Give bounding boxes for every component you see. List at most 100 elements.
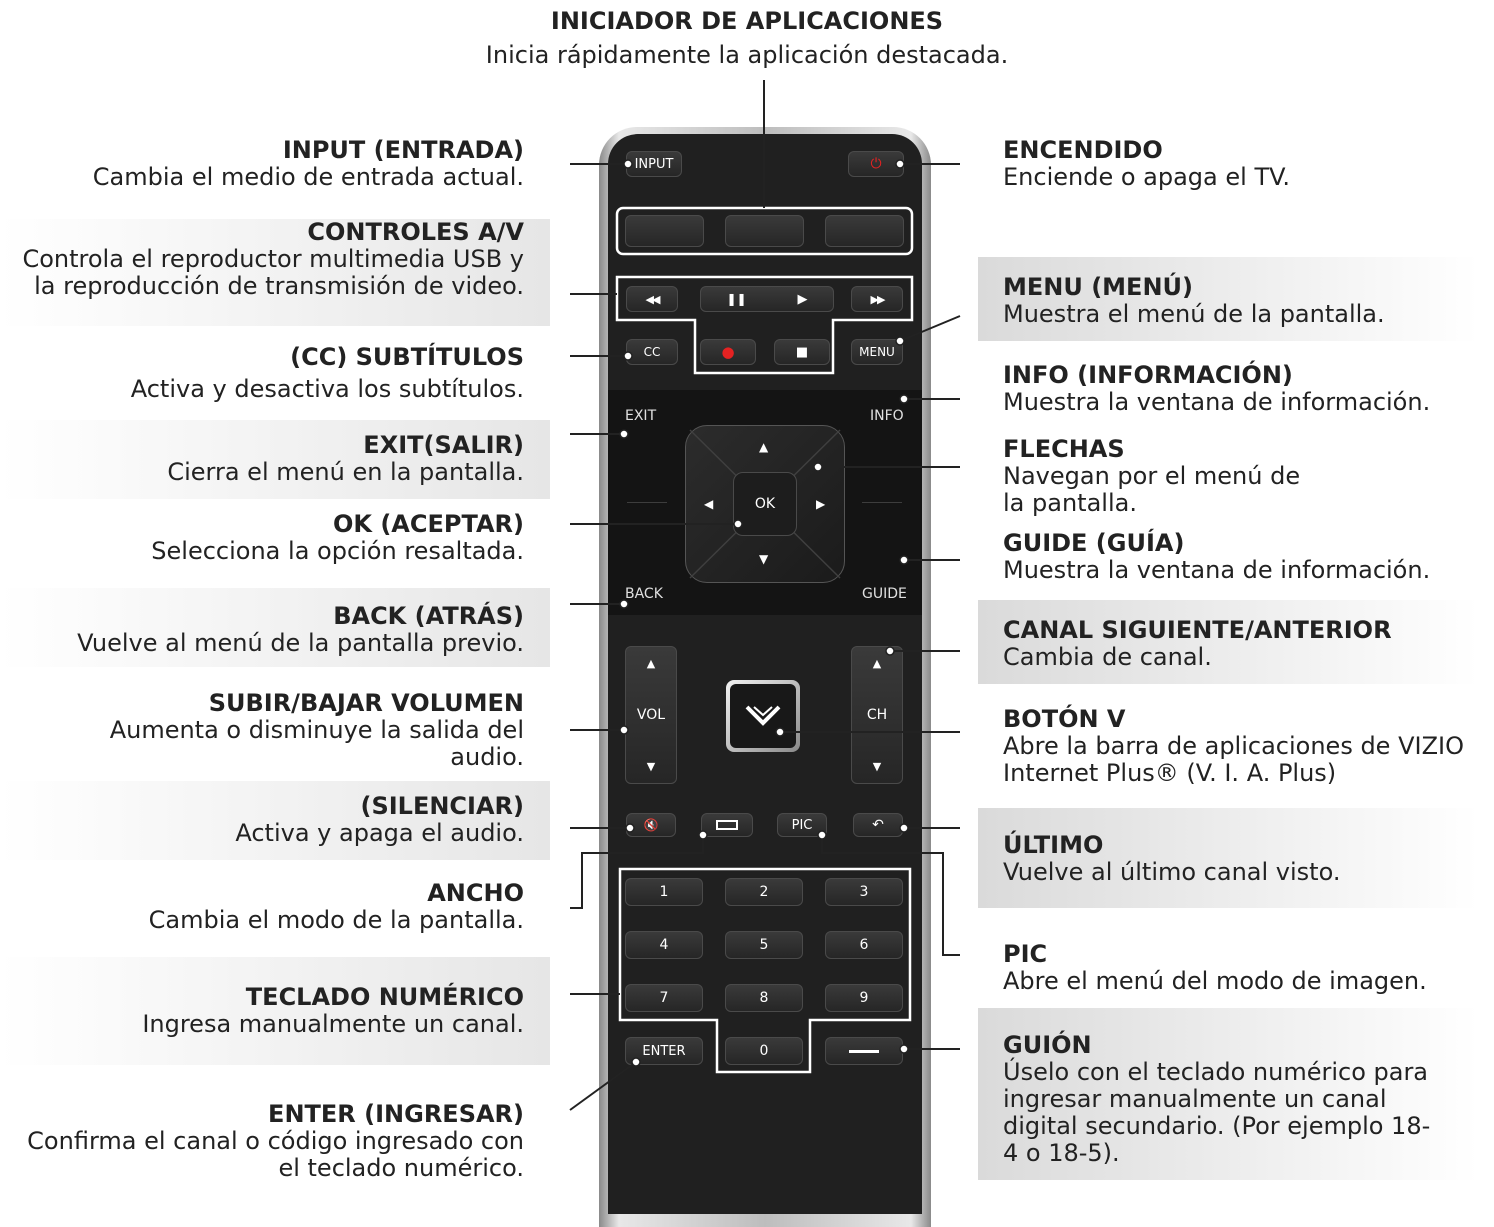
dash-icon — [849, 1049, 879, 1053]
label-arrows-title: FLECHAS — [1003, 435, 1125, 463]
label-exit: EXIT(SALIR) Cierra el menú en la pantall… — [167, 432, 524, 486]
v-button[interactable] — [726, 680, 800, 752]
last-button[interactable]: ↶ — [853, 813, 903, 837]
key-4[interactable]: 4 — [625, 931, 703, 959]
app-launcher-outline — [615, 206, 914, 256]
label-pic: PIC Abre el menú del modo de imagen. — [1003, 941, 1427, 995]
label-wide: ANCHO Cambia el modo de la pantalla. — [149, 880, 524, 934]
label-wide-desc: Cambia el modo de la pantalla. — [148, 906, 524, 934]
up-arrow-icon[interactable]: ▲ — [759, 440, 769, 454]
label-enter-desc: Confirma el canal o código ingresado con… — [27, 1127, 524, 1182]
input-button[interactable]: INPUT — [626, 151, 682, 177]
label-volume-title: SUBIR/BAJAR VOLUMEN — [208, 689, 524, 717]
label-volume-desc: Aumenta o disminuye la salida del audio. — [109, 716, 524, 771]
channel-down-icon[interactable]: ▼ — [872, 760, 882, 773]
stop-icon: ■ — [795, 344, 809, 360]
label-guide-title: GUIDE (GUÍA) — [1003, 529, 1185, 557]
label-exit-desc: Cierra el menú en la pantalla. — [167, 458, 524, 486]
label-last: ÚLTIMO Vuelve al último canal visto. — [1003, 832, 1340, 886]
label-last-desc: Vuelve al último canal visto. — [1003, 858, 1341, 886]
key-8-label: 8 — [759, 990, 769, 1006]
label-mute-title: (SILENCIAR) — [360, 792, 524, 820]
label-wide-title: ANCHO — [427, 879, 524, 907]
label-channel-desc: Cambia de canal. — [1003, 643, 1212, 671]
stop-button[interactable]: ■ — [774, 339, 830, 365]
channel-label: CH — [866, 707, 888, 723]
label-av-title: CONTROLES A/V — [307, 218, 524, 246]
record-icon: ● — [721, 343, 735, 361]
mute-icon: 🔇 — [643, 818, 659, 832]
key-2[interactable]: 2 — [725, 878, 803, 906]
fast-forward-button[interactable]: ▶▶ — [851, 286, 903, 312]
key-1[interactable]: 1 — [625, 878, 703, 906]
label-dash: GUIÓN Úselo con el teclado numérico para… — [1003, 1032, 1443, 1167]
back-button[interactable]: BACK — [625, 586, 663, 602]
key-9[interactable]: 9 — [825, 984, 903, 1012]
cc-button[interactable]: CC — [626, 339, 678, 365]
label-pic-desc: Abre el menú del modo de imagen. — [1003, 967, 1427, 995]
label-bg-last — [978, 808, 1478, 908]
key-3-label: 3 — [859, 884, 869, 900]
down-arrow-icon[interactable]: ▼ — [759, 552, 769, 566]
info-button[interactable]: INFO — [870, 408, 904, 424]
pic-label: PIC — [791, 817, 813, 833]
key-9-label: 9 — [859, 990, 869, 1006]
label-cc-desc: Activa y desactiva los subtítulos. — [130, 375, 524, 403]
volume-down-icon[interactable]: ▼ — [646, 760, 656, 773]
label-info-title: INFO (INFORMACIÓN) — [1003, 361, 1293, 389]
app-launcher-button-1[interactable] — [625, 215, 704, 247]
channel-rocker[interactable]: ▲ CH ▼ — [851, 646, 903, 784]
right-arrow-icon[interactable]: ▶ — [816, 497, 826, 511]
menu-button[interactable]: MENU — [851, 339, 903, 365]
label-info: INFO (INFORMACIÓN) Muestra la ventana de… — [1003, 362, 1430, 416]
info-label: INFO — [870, 408, 904, 424]
exit-button[interactable]: EXIT — [625, 408, 656, 424]
volume-rocker[interactable]: ▲ VOL ▼ — [625, 646, 677, 784]
left-arrow-icon[interactable]: ◀ — [704, 497, 714, 511]
guide-button[interactable]: GUIDE — [862, 586, 907, 602]
key-0-label: 0 — [759, 1043, 769, 1059]
app-launcher-button-2[interactable] — [725, 215, 804, 247]
label-exit-title: EXIT(SALIR) — [363, 431, 524, 459]
keypad-outline — [618, 867, 912, 1074]
ok-button[interactable]: OK — [733, 472, 797, 536]
volume-up-icon[interactable]: ▲ — [646, 657, 656, 670]
dash-button[interactable] — [825, 1037, 903, 1065]
power-button[interactable]: ⏻ — [848, 151, 904, 177]
power-icon: ⏻ — [870, 156, 882, 172]
label-input: INPUT (ENTRADA) Cambia el medio de entra… — [93, 137, 524, 191]
label-menu-desc: Muestra el menú de la pantalla. — [1003, 300, 1385, 328]
label-ok: OK (ACEPTAR) Selecciona la opción resalt… — [151, 511, 524, 565]
label-input-title: INPUT (ENTRADA) — [282, 136, 524, 164]
key-3[interactable]: 3 — [825, 878, 903, 906]
label-back: BACK (ATRÁS) Vuelve al menú de la pantal… — [77, 603, 524, 657]
app-launcher-button-3[interactable] — [825, 215, 904, 247]
dpad[interactable] — [685, 425, 845, 583]
pause-play-button[interactable]: ❚❚ ▶ — [700, 286, 834, 312]
play-icon: ▶ — [797, 291, 808, 307]
key-6[interactable]: 6 — [825, 931, 903, 959]
label-bg-mute — [0, 781, 550, 860]
key-1-label: 1 — [659, 884, 669, 900]
key-8[interactable]: 8 — [725, 984, 803, 1012]
label-menu-title: MENU (MENÚ) — [1003, 273, 1193, 301]
app-launcher-title: INICIADOR DE APLICACIONES — [550, 7, 944, 35]
label-v-button-title: BOTÓN V — [1003, 705, 1126, 733]
label-menu: MENU (MENÚ) Muestra el menú de la pantal… — [1003, 274, 1385, 328]
wide-button[interactable] — [701, 813, 753, 837]
key-2-label: 2 — [759, 884, 769, 900]
label-channel: CANAL SIGUIENTE/ANTERIOR Cambia de canal… — [1003, 617, 1392, 671]
label-bg-av — [0, 219, 550, 326]
key-4-label: 4 — [659, 937, 669, 953]
label-cc: (CC) SUBTÍTULOS Activa y desactiva los s… — [131, 344, 524, 403]
key-7[interactable]: 7 — [625, 984, 703, 1012]
record-button[interactable]: ● — [700, 339, 756, 365]
label-bg-exit — [0, 420, 550, 499]
divider-left — [627, 502, 667, 503]
label-v-button: BOTÓN V Abre la barra de aplicaciones de… — [1003, 706, 1483, 787]
rewind-button[interactable]: ◀◀ — [626, 286, 678, 312]
key-0[interactable]: 0 — [725, 1037, 803, 1065]
label-cc-title: (CC) SUBTÍTULOS — [290, 343, 524, 371]
key-5[interactable]: 5 — [725, 931, 803, 959]
channel-up-icon[interactable]: ▲ — [872, 657, 882, 670]
